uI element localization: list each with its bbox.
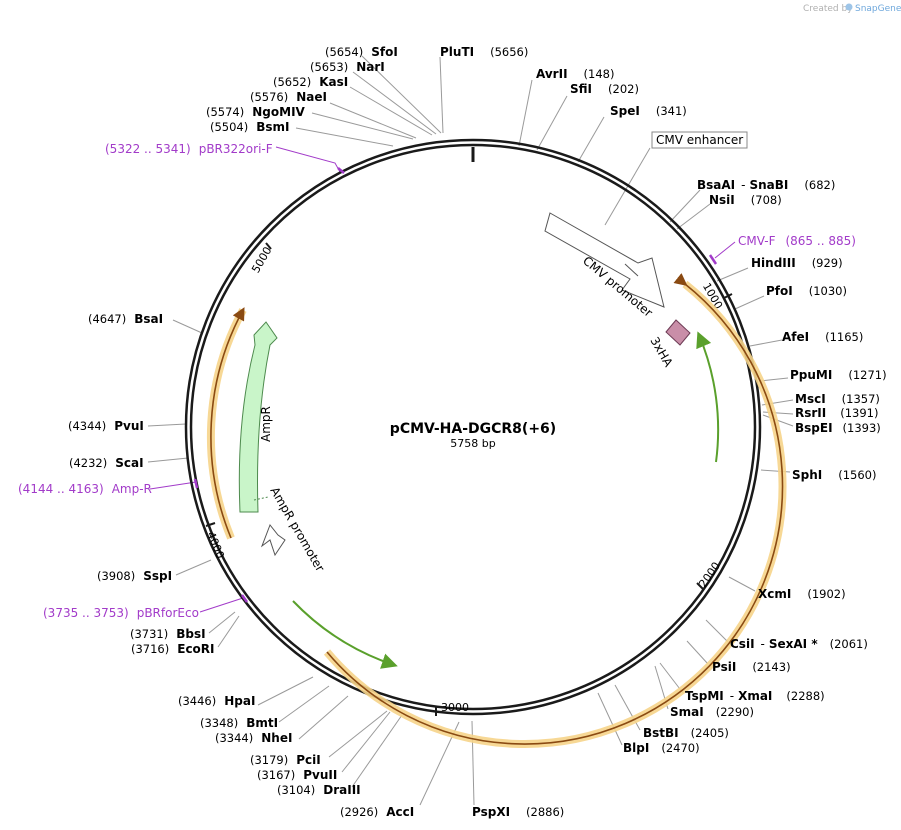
enzyme-nari: (5653)NarI [310,60,385,74]
enzyme-ppumi: PpuMI(1271) [790,368,887,382]
enzyme-xcmi: XcmI(1902) [758,587,846,601]
enzyme-scai: (4232)ScaI [69,456,144,470]
enzyme-naei: (5576)NaeI [250,90,327,104]
enzyme-labels: (5654)SfoI (5653)NarI (5652)KasI (5576)N… [68,45,887,819]
enzyme-bsaai-snabi: BsaAI-SnaBI(682) [697,178,835,192]
primer-leaders [149,146,736,613]
enzyme-pluti: PluTI(5656) [440,45,528,59]
enzyme-pspxi: PspXI(2886) [472,805,564,819]
enzyme-nsii: NsiI(708) [709,193,782,207]
enzyme-afei: AfeI(1165) [782,330,863,344]
cmv-enhancer-box [651,131,748,149]
enzyme-tspmi-xmai: TspMI-XmaI(2288) [685,689,825,703]
enzyme-spei: SpeI(341) [610,104,687,118]
tick-3000: 3000 [441,701,469,714]
plasmid-name: pCMV-HA-DGCR8(+6) [390,421,556,437]
enzyme-hpai: (3446)HpaI [178,694,255,708]
primer-pbr322ori-f: (5322 .. 5341)pBR322ori-F [105,142,273,156]
enzyme-pvui: (4344)PvuI [68,419,144,433]
tick-4000: 4000 [204,530,227,561]
enzyme-nhei: (3344)NheI [215,731,292,745]
enzyme-ecori: (3716)EcoRI [131,642,215,656]
primer-labels: (5322 .. 5341)pBR322ori-F CMV-F(865 .. 8… [18,142,856,620]
orf-highlights [206,273,787,749]
cmv-enhancer-label: CMV enhancer [656,133,743,147]
credit-brand: SnapGene [855,4,901,14]
enzyme-blpi: BlpI(2470) [623,741,700,755]
enzyme-pcii: (3179)PciI [250,753,321,767]
enzyme-sfoi: (5654)SfoI [325,45,398,59]
primer-cmv-f: CMV-F(865 .. 885) [738,234,856,248]
primer-pbrforeco: (3735 .. 3753)pBRforEco [43,606,199,620]
enzyme-hindiii: HindIII(929) [751,256,843,270]
enzyme-draiii: (3104)DraIII [277,783,361,797]
green-arrows [292,331,720,669]
enzyme-kasi: (5652)KasI [273,75,348,89]
cmv-feature-arrow [544,212,665,308]
enzyme-pfoi: PfoI(1030) [766,284,847,298]
enzyme-rsrii: RsrII(1391) [795,406,878,420]
credit-text: Created by [803,4,853,14]
ampr-arrow [238,321,286,557]
ampr-promoter-label: AmpR promoter [267,485,327,575]
enzyme-sfii: SfiI(202) [570,82,639,96]
enzyme-csii-sexai: CsiI-SexAI *(2061) [730,637,868,651]
enzyme-sphi: SphI(1560) [792,468,877,482]
enzyme-acci: (2926)AccI [340,805,414,819]
enzyme-bspei: BspEI(1393) [795,421,881,435]
enzyme-bbsi: (3731)BbsI [130,627,206,641]
enzyme-sspi: (3908)SspI [97,569,172,583]
leader-lines [147,55,794,806]
primer-amp-r: (4144 .. 4163)Amp-R [18,482,152,496]
enzyme-ngomiv: (5574)NgoMIV [206,105,306,119]
plasmid-length: 5758 bp [450,437,495,450]
snapgene-credit: Created by SnapGene [803,3,901,14]
enzyme-msci: MscI(1357) [795,392,880,406]
enzyme-avrii: AvrII(148) [536,67,614,81]
primer-marks [193,167,718,603]
feature-labels: CMV enhancer CMV promoter 3xHA AmpR AmpR… [259,131,748,575]
enzyme-smai: SmaI(2290) [670,705,754,719]
snapgene-logo-icon [845,3,853,11]
plasmid-backbone [184,138,762,716]
enzyme-bstbi: BstBI(2405) [643,726,729,740]
enzyme-bsmi: (5504)BsmI [210,120,290,134]
tag-3xha-label: 3xHA [647,335,676,370]
enzyme-bmti: (3348)BmtI [200,716,278,730]
enzyme-pvuii: (3167)PvuII [257,768,337,782]
enzyme-bsai: (4647)BsaI [88,312,163,326]
ampr-label: AmpR [259,406,273,442]
enzyme-psii: PsiI(2143) [712,660,791,674]
tag-3xha-shape [665,319,691,346]
plasmid-title-block: pCMV-HA-DGCR8(+6) 5758 bp [390,421,556,450]
